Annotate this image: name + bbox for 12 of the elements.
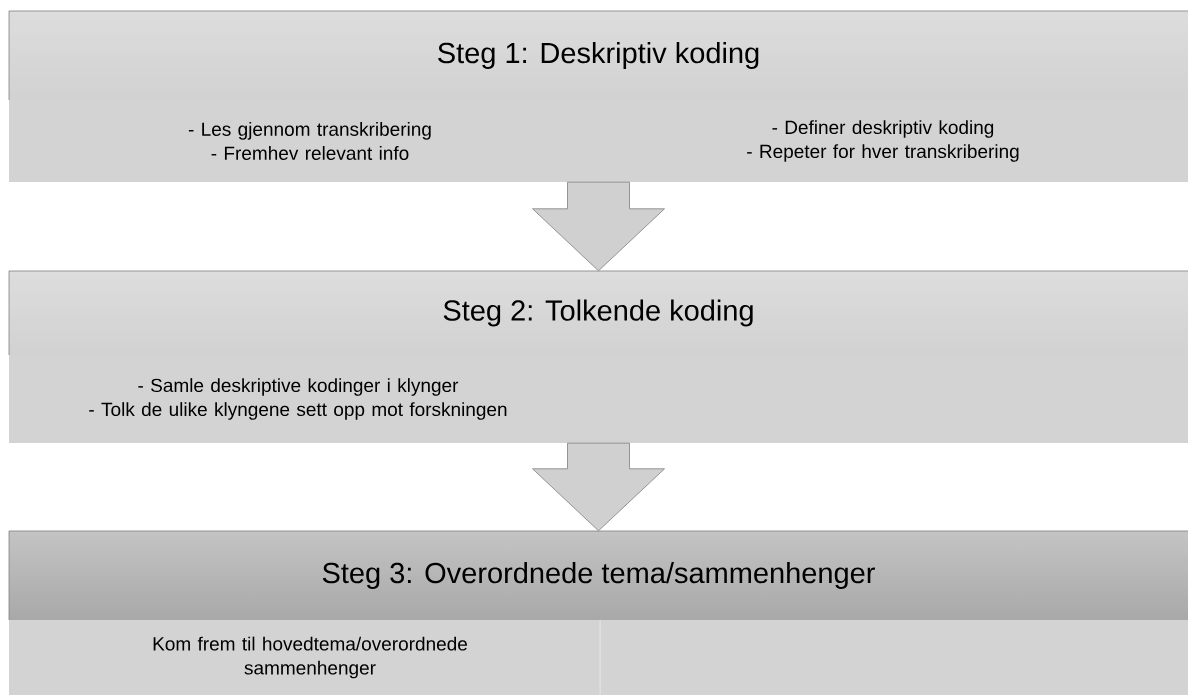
step-description: - Definer deskriptiv koding - Repeter for hver transkribering [747,120,1019,162]
step-heading: Steg 2: Tolkende koding [443,299,753,327]
step-description: - Les gjennom transkribering - Fremhev relevant info [188,122,431,160]
step-band [8,270,1188,443]
step-heading: Steg 1: Deskriptiv koding [438,41,759,69]
step-description: - Samle deskriptive kodinger i klynger - Tolk de ulike klyngene sett opp mot forskningen [89,378,507,420]
block-arrow [532,442,665,532]
step-band [8,10,1188,182]
step-band [8,530,1188,695]
step-description: Kom frem til hovedtema/overordnede sammenhenger [153,636,467,679]
step-heading: Steg 3: Overordnede tema/sammenhenger [322,561,875,589]
block-arrow [532,181,665,272]
